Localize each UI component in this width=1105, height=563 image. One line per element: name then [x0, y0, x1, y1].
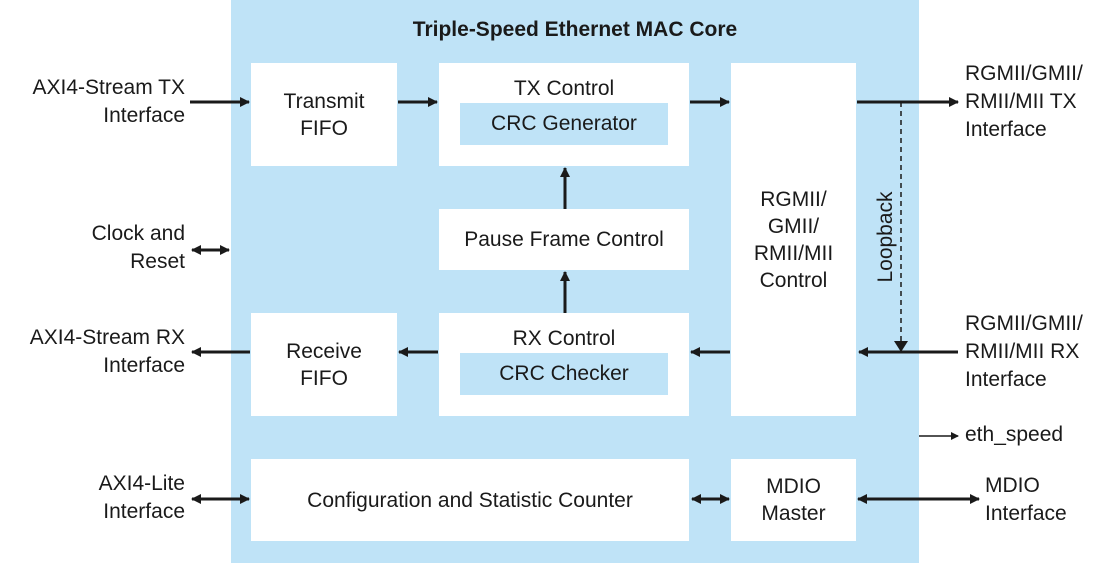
- phy-tx-line3: Interface: [965, 118, 1047, 141]
- phy-control-label-line2: GMII/: [767, 214, 820, 238]
- axi4-stream-rx-line1: AXI4-Stream RX: [29, 326, 185, 349]
- loopback-arrowhead: [894, 341, 908, 352]
- mdio-master-label-line2: Master: [761, 502, 826, 525]
- rx-control-label: RX Control: [512, 327, 616, 350]
- pause-frame-control-label: Pause Frame Control: [464, 228, 664, 251]
- phy-control-block: RGMII/ GMII/ RMII/MII Control: [731, 63, 856, 416]
- phy-rx-interface-label: RGMII/GMII/ RMII/MII RX Interface: [965, 310, 1083, 394]
- eth-speed-label: eth_speed: [965, 423, 1064, 446]
- axi4-stream-tx-line1: AXI4-Stream TX: [32, 76, 186, 99]
- receive-fifo-label-line1: Receive: [286, 339, 362, 363]
- receive-fifo-label-line2: FIFO: [300, 366, 348, 390]
- axi4-lite-line2: Interface: [103, 500, 185, 523]
- axi4-lite-label: AXI4-Lite Interface: [99, 470, 185, 526]
- phy-tx-line2: RMII/MII TX: [965, 90, 1077, 113]
- configuration-counter-label: Configuration and Statistic Counter: [307, 488, 633, 512]
- axi4-stream-tx-label: AXI4-Stream TX Interface: [33, 74, 186, 130]
- transmit-fifo-block: Transmit FIFO: [251, 63, 397, 166]
- phy-control-label-line4: Control: [759, 268, 828, 292]
- axi4-stream-tx-line2: Interface: [103, 104, 185, 127]
- crc-generator-label: CRC Generator: [491, 112, 637, 135]
- crc-checker-label: CRC Checker: [499, 362, 629, 385]
- axi4-stream-rx-label: AXI4-Stream RX Interface: [30, 324, 185, 380]
- tx-control-label: TX Control: [513, 77, 615, 100]
- clock-reset-label: Clock and Reset: [92, 220, 185, 276]
- phy-tx-interface-label: RGMII/GMII/ RMII/MII TX Interface: [965, 60, 1083, 144]
- receive-fifo-block: Receive FIFO: [251, 313, 397, 416]
- mdio-interface-line2: Interface: [985, 502, 1067, 525]
- transmit-fifo-label-line2: FIFO: [300, 116, 348, 140]
- clock-reset-line2: Reset: [130, 250, 185, 273]
- phy-control-label-line1: RGMII/: [760, 187, 827, 211]
- mdio-interface-line1: MDIO: [985, 474, 1040, 497]
- phy-rx-line1: RGMII/GMII/: [965, 312, 1083, 335]
- clock-reset-line1: Clock and: [91, 222, 185, 245]
- phy-rx-line3: Interface: [965, 368, 1047, 391]
- mdio-master-label-line1: MDIO: [766, 475, 821, 498]
- transmit-fifo-label-line1: Transmit: [283, 89, 365, 113]
- axi4-lite-line1: AXI4-Lite: [98, 472, 185, 495]
- phy-control-label-line3: RMII/MII: [753, 241, 834, 265]
- mdio-master-block: MDIO Master: [731, 459, 856, 541]
- pause-frame-control-block: Pause Frame Control: [439, 209, 689, 270]
- axi4-stream-rx-line2: Interface: [103, 354, 185, 377]
- mdio-interface-label: MDIO Interface: [985, 472, 1067, 528]
- crc-checker-block: CRC Checker: [460, 353, 668, 395]
- configuration-counter-block: Configuration and Statistic Counter: [251, 459, 689, 541]
- phy-rx-line2: RMII/MII RX: [965, 340, 1080, 363]
- core-title: Triple-Speed Ethernet MAC Core: [412, 18, 738, 41]
- phy-tx-line1: RGMII/GMII/: [965, 62, 1083, 85]
- crc-generator-block: CRC Generator: [460, 103, 668, 145]
